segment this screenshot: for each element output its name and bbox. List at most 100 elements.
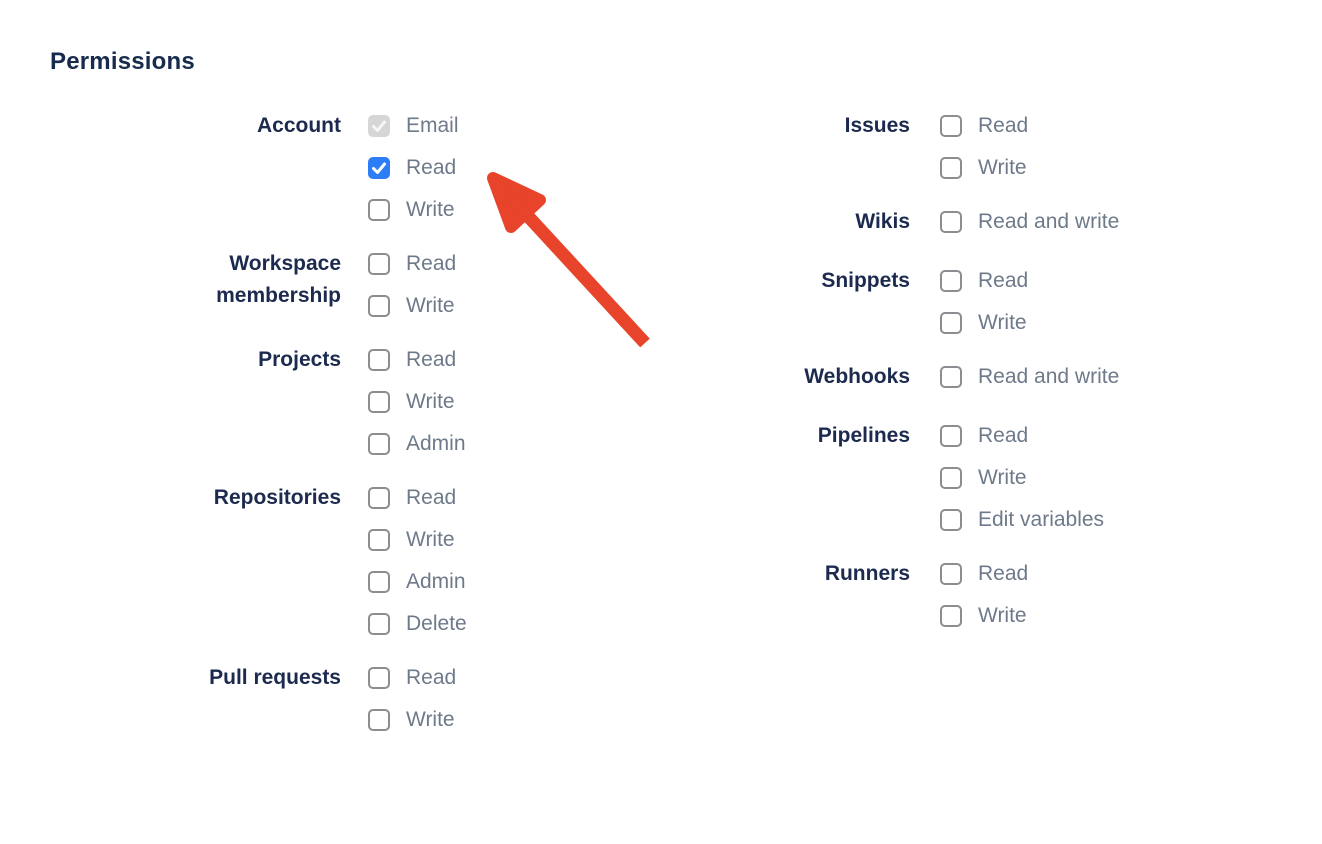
option-label[interactable]: Write — [978, 466, 1027, 489]
checkbox-wikis-read-and-write[interactable] — [940, 211, 962, 233]
checkmark-icon — [372, 162, 386, 174]
option-label[interactable]: Read — [406, 666, 457, 689]
option-label[interactable]: Admin — [406, 570, 466, 593]
checkbox-workspace-membership-write[interactable] — [368, 295, 390, 317]
options-list: Read and write — [940, 366, 1119, 388]
options-list: Read Write — [368, 667, 456, 731]
checkbox-issues-read[interactable] — [940, 115, 962, 137]
option-label[interactable]: Read and write — [978, 365, 1120, 388]
options-list: Read and write — [940, 211, 1119, 233]
permission-group-repositories: Repositories Read Write Admin Del — [50, 486, 760, 635]
checkbox-issues-write[interactable] — [940, 157, 962, 179]
checkbox-pull-requests-write[interactable] — [368, 709, 390, 731]
option-row: Write — [368, 529, 467, 551]
checkbox-repositories-admin[interactable] — [368, 571, 390, 593]
options-list: Read Write Admin Delete — [368, 487, 467, 635]
permission-group-workspace-membership: Workspace membership Read Write — [50, 252, 760, 317]
option-label[interactable]: Delete — [406, 612, 467, 635]
option-row: Read and write — [940, 366, 1119, 388]
option-label[interactable]: Write — [406, 708, 455, 731]
checkbox-runners-read[interactable] — [940, 563, 962, 585]
checkbox-runners-write[interactable] — [940, 605, 962, 627]
group-label-text: Wikis — [855, 210, 910, 233]
checkbox-account-read[interactable] — [368, 157, 390, 179]
checkmark-icon — [372, 120, 386, 132]
option-row: Read — [368, 253, 456, 275]
option-row: Write — [368, 391, 466, 413]
options-list: Read Write — [368, 253, 456, 317]
option-label[interactable]: Write — [406, 528, 455, 551]
option-label[interactable]: Email — [406, 114, 459, 137]
permissions-column-left: Account Email Read Write Workspace membe… — [50, 114, 760, 763]
option-row: Write — [940, 312, 1028, 334]
checkbox-snippets-read[interactable] — [940, 270, 962, 292]
group-label: Repositories — [50, 482, 341, 514]
option-label[interactable]: Read — [978, 114, 1029, 137]
page-title: Permissions — [50, 48, 195, 75]
group-label-text: Webhooks — [804, 365, 910, 388]
option-label[interactable]: Read — [406, 156, 457, 179]
permission-group-snippets: Snippets Read Write — [760, 269, 1119, 334]
checkbox-repositories-delete[interactable] — [368, 613, 390, 635]
option-label[interactable]: Read — [406, 252, 457, 275]
option-row: Read — [368, 667, 456, 689]
option-label[interactable]: Read — [978, 424, 1029, 447]
checkbox-snippets-write[interactable] — [940, 312, 962, 334]
group-label: Webhooks — [760, 361, 910, 393]
option-label[interactable]: Write — [406, 198, 455, 221]
group-label-text: Repositories — [213, 486, 341, 509]
option-row: Edit variables — [940, 509, 1104, 531]
option-label[interactable]: Read — [978, 562, 1029, 585]
option-row: Read — [368, 487, 467, 509]
checkbox-pull-requests-read[interactable] — [368, 667, 390, 689]
checkbox-projects-write[interactable] — [368, 391, 390, 413]
checkbox-pipelines-read[interactable] — [940, 425, 962, 447]
options-list: Read Write Edit variables — [940, 425, 1104, 531]
permission-group-runners: Runners Read Write — [760, 562, 1119, 627]
group-label-text: Workspace membership — [216, 252, 341, 307]
permission-group-pipelines: Pipelines Read Write Edit variables — [760, 424, 1119, 531]
options-list: Read Write Admin — [368, 349, 466, 455]
checkbox-pipelines-edit-variables[interactable] — [940, 509, 962, 531]
checkbox-repositories-write[interactable] — [368, 529, 390, 551]
group-label-text: Runners — [824, 562, 910, 585]
group-label-text: Pull requests — [209, 666, 341, 689]
option-row: Write — [940, 157, 1028, 179]
permission-group-webhooks: Webhooks Read and write — [760, 365, 1119, 393]
option-row: Admin — [368, 571, 467, 593]
checkbox-account-write[interactable] — [368, 199, 390, 221]
group-label-text: Issues — [844, 114, 910, 137]
option-row: Write — [368, 199, 459, 221]
permissions-form: Account Email Read Write Workspace membe… — [50, 114, 1119, 763]
option-row: Write — [940, 467, 1104, 489]
checkbox-repositories-read[interactable] — [368, 487, 390, 509]
option-row: Read — [368, 157, 459, 179]
option-row: Read — [940, 115, 1028, 137]
permission-group-account: Account Email Read Write — [50, 114, 760, 221]
checkbox-webhooks-read-and-write[interactable] — [940, 366, 962, 388]
option-label[interactable]: Write — [406, 294, 455, 317]
option-label[interactable]: Read — [406, 348, 457, 371]
checkbox-projects-admin[interactable] — [368, 433, 390, 455]
option-label[interactable]: Write — [406, 390, 455, 413]
option-label[interactable]: Write — [978, 156, 1027, 179]
option-label[interactable]: Admin — [406, 432, 466, 455]
option-label[interactable]: Read — [978, 269, 1029, 292]
option-label[interactable]: Write — [978, 604, 1027, 627]
checkbox-projects-read[interactable] — [368, 349, 390, 371]
group-label: Projects — [50, 344, 341, 376]
group-label: Runners — [760, 558, 910, 590]
option-label[interactable]: Write — [978, 311, 1027, 334]
checkbox-pipelines-write[interactable] — [940, 467, 962, 489]
group-label: Wikis — [760, 206, 910, 238]
permission-group-projects: Projects Read Write Admin — [50, 348, 760, 455]
option-row: Read — [368, 349, 466, 371]
option-label[interactable]: Read and write — [978, 210, 1120, 233]
checkbox-workspace-membership-read[interactable] — [368, 253, 390, 275]
option-row: Read — [940, 270, 1028, 292]
option-label[interactable]: Read — [406, 486, 457, 509]
option-row: Read and write — [940, 211, 1119, 233]
group-label-text: Pipelines — [817, 424, 910, 447]
option-label[interactable]: Edit variables — [978, 508, 1105, 531]
option-row: Read — [940, 425, 1104, 447]
